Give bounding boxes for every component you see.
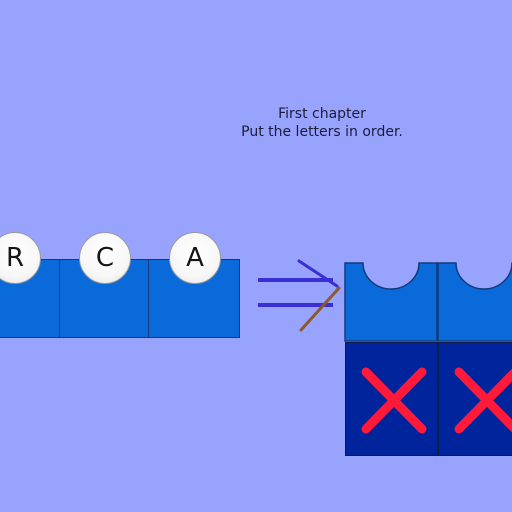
letter-tile-c[interactable]: C (79, 232, 131, 284)
chapter-title: First chapter (278, 106, 366, 122)
answer-slot-2[interactable] (437, 262, 512, 342)
instructions: First chapter Put the letters in order. (180, 105, 464, 141)
answer-status-box-1 (345, 342, 438, 456)
arrow-right-icon (258, 259, 341, 332)
cross-icon (361, 367, 427, 434)
instruction-text: Put the letters in order. (241, 124, 403, 140)
answer-status-box-2 (438, 342, 512, 456)
letter-tile-a[interactable]: A (169, 232, 221, 284)
cross-icon (454, 367, 512, 434)
answer-slot-1[interactable] (344, 262, 438, 342)
